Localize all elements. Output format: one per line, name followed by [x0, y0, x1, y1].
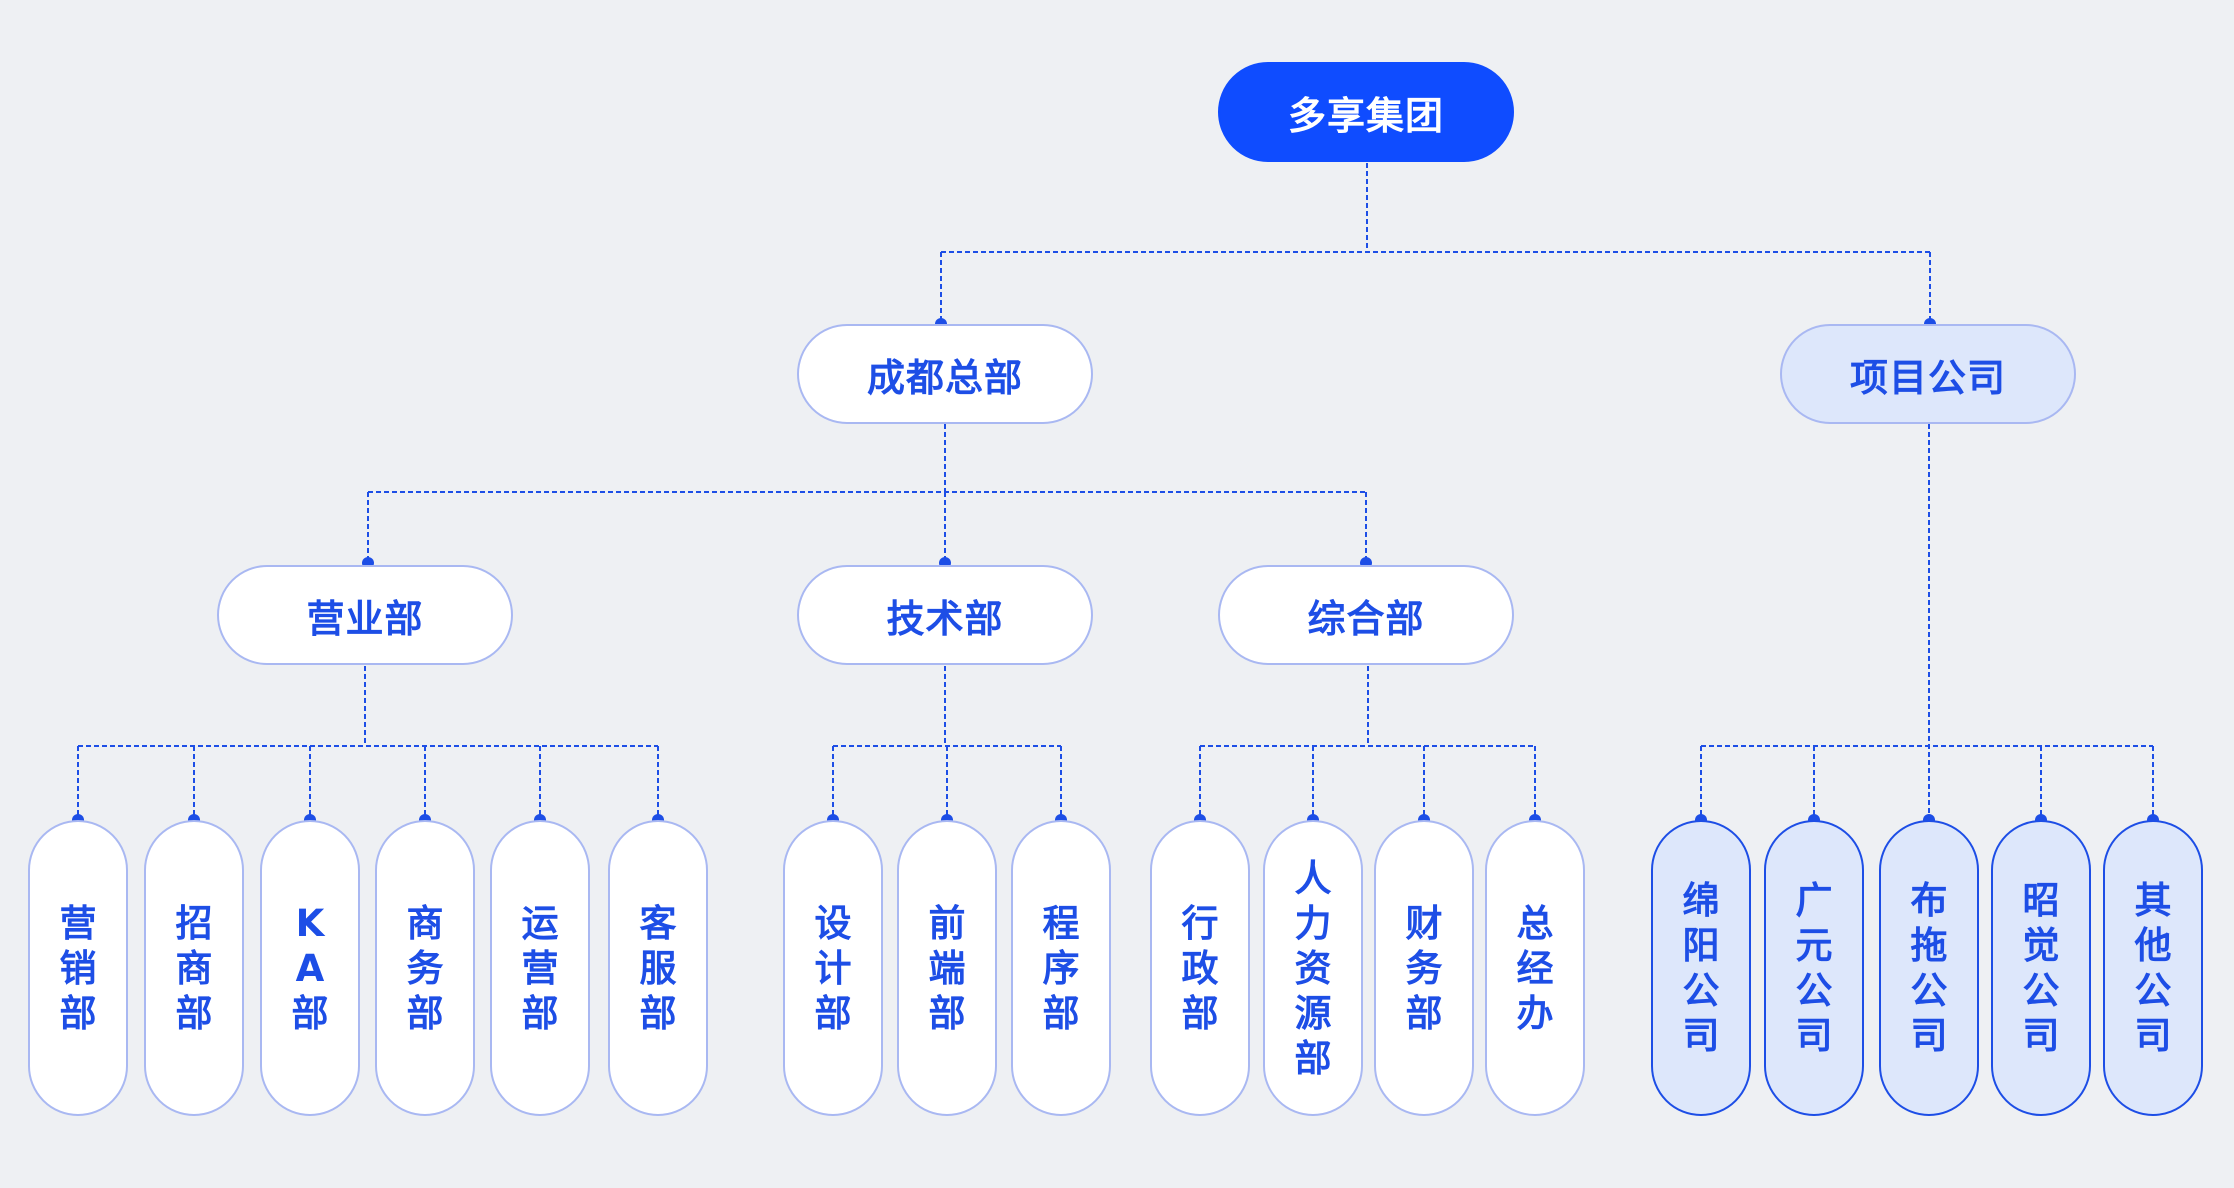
sales-unit-node: 运营部: [490, 820, 590, 1116]
chengdu-hq-node: 成都总部: [797, 324, 1093, 424]
connector-project-companies: [1700, 424, 2154, 820]
connector-tech-units: [832, 666, 1062, 820]
company-node: 绵阳公司: [1651, 820, 1751, 1116]
company-node: 其他公司: [2103, 820, 2203, 1116]
company-node: 昭觉公司: [1991, 820, 2091, 1116]
tech-unit-node: 前端部: [897, 820, 997, 1116]
connector-hq-level2: [367, 424, 1367, 563]
company-node: 广元公司: [1764, 820, 1864, 1116]
tech-dept-node: 技术部: [797, 565, 1093, 665]
tech-unit-node: 设计部: [783, 820, 883, 1116]
company-node: 布拖公司: [1879, 820, 1979, 1116]
sales-unit-node: 客服部: [608, 820, 708, 1116]
general-unit-node: 人力资源部: [1263, 820, 1363, 1116]
sales-unit-node: 商务部: [375, 820, 475, 1116]
tech-unit-node: 程序部: [1011, 820, 1111, 1116]
connector-root-level1: [940, 163, 1931, 324]
general-dept-node: 综合部: [1218, 565, 1514, 665]
connector-general-units: [1199, 666, 1536, 820]
sales-unit-node: 招商部: [144, 820, 244, 1116]
connector-sales-units: [77, 666, 659, 820]
general-unit-node: 财务部: [1374, 820, 1474, 1116]
root-node: 多享集团: [1218, 62, 1514, 162]
project-company-node: 项目公司: [1780, 324, 2076, 424]
general-unit-node: 总经办: [1485, 820, 1585, 1116]
sales-unit-node: KA部: [260, 820, 360, 1116]
sales-unit-node: 营销部: [28, 820, 128, 1116]
sales-dept-node: 营业部: [217, 565, 513, 665]
general-unit-node: 行政部: [1150, 820, 1250, 1116]
